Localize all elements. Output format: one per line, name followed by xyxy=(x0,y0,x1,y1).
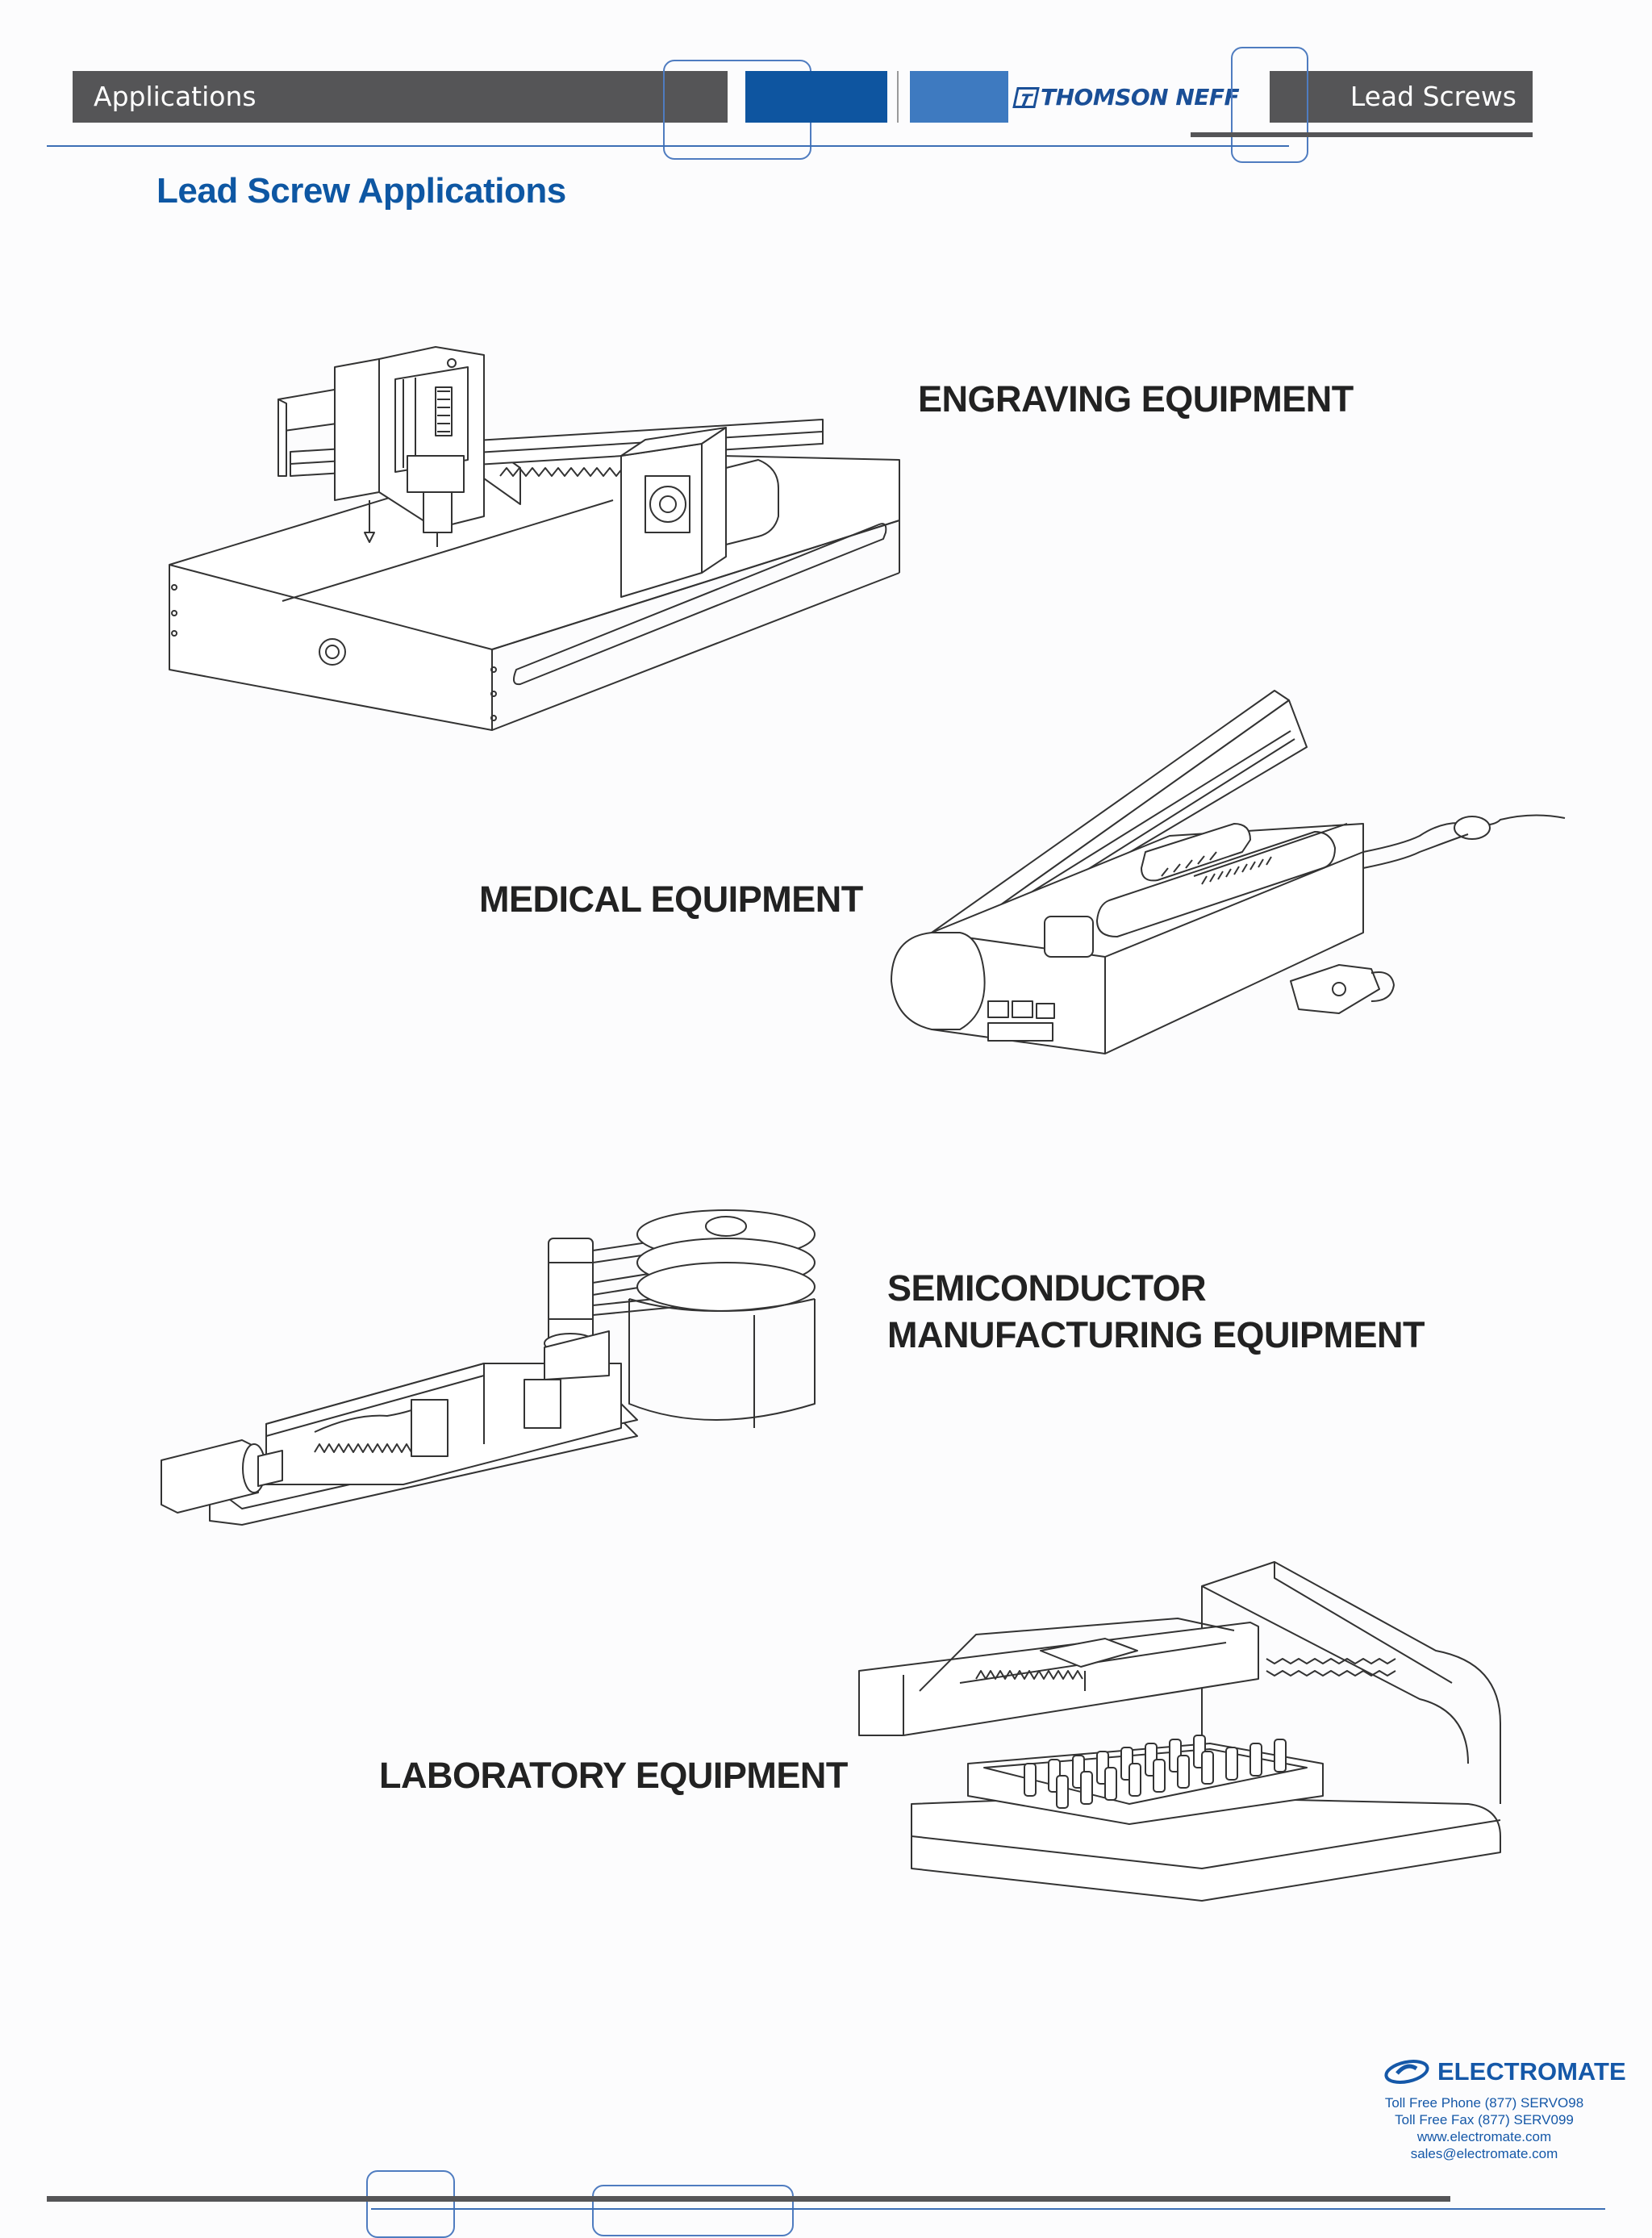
header-underline xyxy=(1191,132,1533,137)
email-link[interactable]: sales@electromate.com xyxy=(1410,2146,1558,2161)
electromate-logo: ELECTROMATE xyxy=(1384,2057,1626,2086)
laboratory-handler-illustration xyxy=(855,1562,1581,1933)
engraving-machine-illustration xyxy=(161,331,912,726)
laboratory-label: LABORATORY EQUIPMENT xyxy=(379,1755,848,1796)
footer-rule xyxy=(371,2208,1605,2210)
footer-bar xyxy=(47,2196,1450,2202)
semiconductor-label-line1: SEMICONDUCTOR xyxy=(887,1267,1207,1309)
brand-name: THOMSON NEFF xyxy=(1041,84,1240,111)
engraving-label: ENGRAVING EQUIPMENT xyxy=(918,378,1354,420)
thomson-t-icon: T xyxy=(1012,87,1040,110)
thomson-neff-logo: T THOMSON NEFF xyxy=(1012,79,1273,116)
header-section-label: Applications xyxy=(73,71,728,123)
header-decor-frame-right xyxy=(1231,47,1308,163)
website-link[interactable]: www.electromate.com xyxy=(1416,2129,1552,2144)
medical-label: MEDICAL EQUIPMENT xyxy=(479,879,863,920)
semiconductor-stage-illustration xyxy=(145,1202,839,1533)
header-blue-block-light xyxy=(910,71,1008,123)
footer-decor-frame xyxy=(366,2170,455,2238)
header-rule xyxy=(47,145,1289,147)
toll-free-phone: Toll Free Phone (877) SERVO98 xyxy=(1384,2095,1584,2111)
header-product-label: Lead Screws xyxy=(1270,71,1533,123)
toll-free-fax: Toll Free Fax (877) SERV099 xyxy=(1395,2112,1574,2127)
header-blue-block xyxy=(745,71,887,123)
electromate-swoosh-icon xyxy=(1384,2060,1429,2084)
header-divider xyxy=(897,71,899,123)
semiconductor-label-line2: MANUFACTURING EQUIPMENT xyxy=(887,1314,1425,1355)
medical-pump-illustration xyxy=(855,691,1581,1070)
footer-decor-frame-wide xyxy=(592,2185,794,2236)
contact-block: Toll Free Phone (877) SERVO98 Toll Free … xyxy=(1355,2094,1613,2162)
page-title: Lead Screw Applications xyxy=(156,171,566,211)
electromate-name: ELECTROMATE xyxy=(1437,2057,1626,2086)
